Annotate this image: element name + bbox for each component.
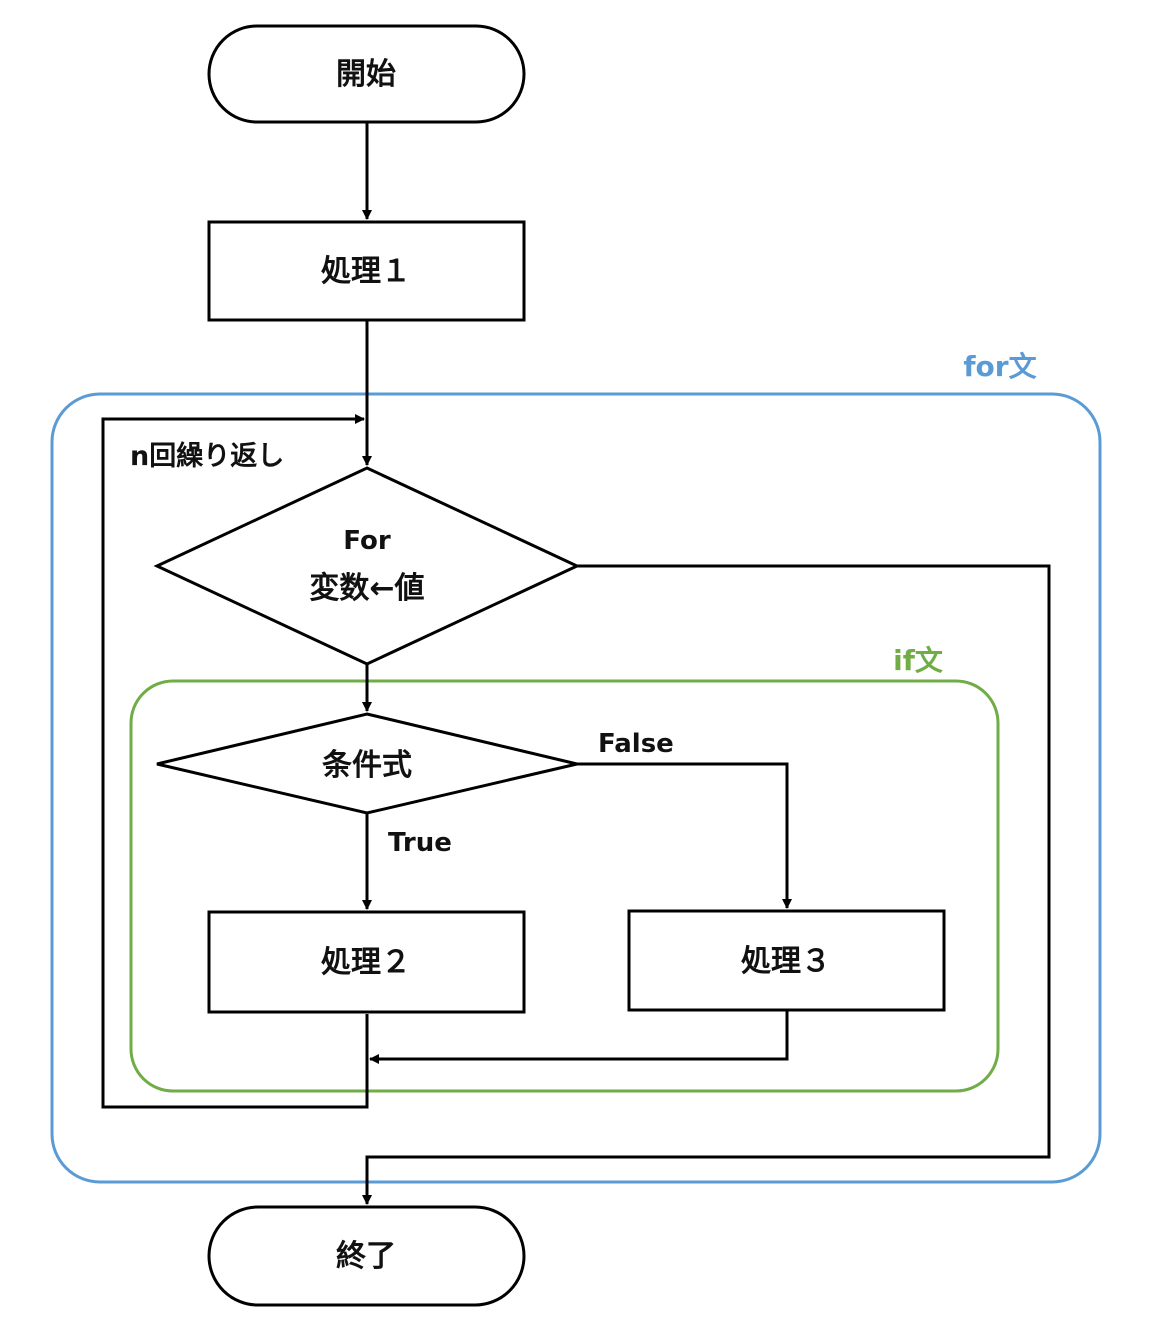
start-label: 開始	[336, 57, 396, 92]
process2-label: 処理２	[321, 945, 411, 980]
false-branch-label: False	[598, 729, 674, 759]
process1-box	[207, 220, 526, 322]
end-terminator	[207, 1205, 526, 1307]
end-label: 終了	[336, 1239, 396, 1274]
process2-box	[207, 910, 526, 1014]
process3-label: 処理３	[741, 944, 831, 979]
for-region-label: for文	[963, 350, 1036, 383]
false-branch-connector	[577, 762, 792, 909]
for-decision-label-line1: For	[343, 526, 391, 556]
for-exit-connector	[362, 564, 1051, 1205]
for-region-box	[50, 392, 1102, 1184]
process1-label: 処理１	[321, 254, 411, 289]
for-decision-label-line2: 変数←値	[309, 571, 424, 606]
if-region-label: if文	[893, 644, 943, 677]
process3-merge-connector	[369, 1010, 789, 1064]
process3-box	[627, 909, 946, 1012]
loop-label: n回繰り返し	[130, 440, 284, 472]
loop-back-connector	[101, 414, 369, 1109]
if-region-box	[129, 679, 1000, 1093]
for-decision-diamond	[153, 466, 581, 666]
condition-label: 条件式	[322, 748, 412, 783]
true-branch-label: True	[388, 828, 452, 858]
